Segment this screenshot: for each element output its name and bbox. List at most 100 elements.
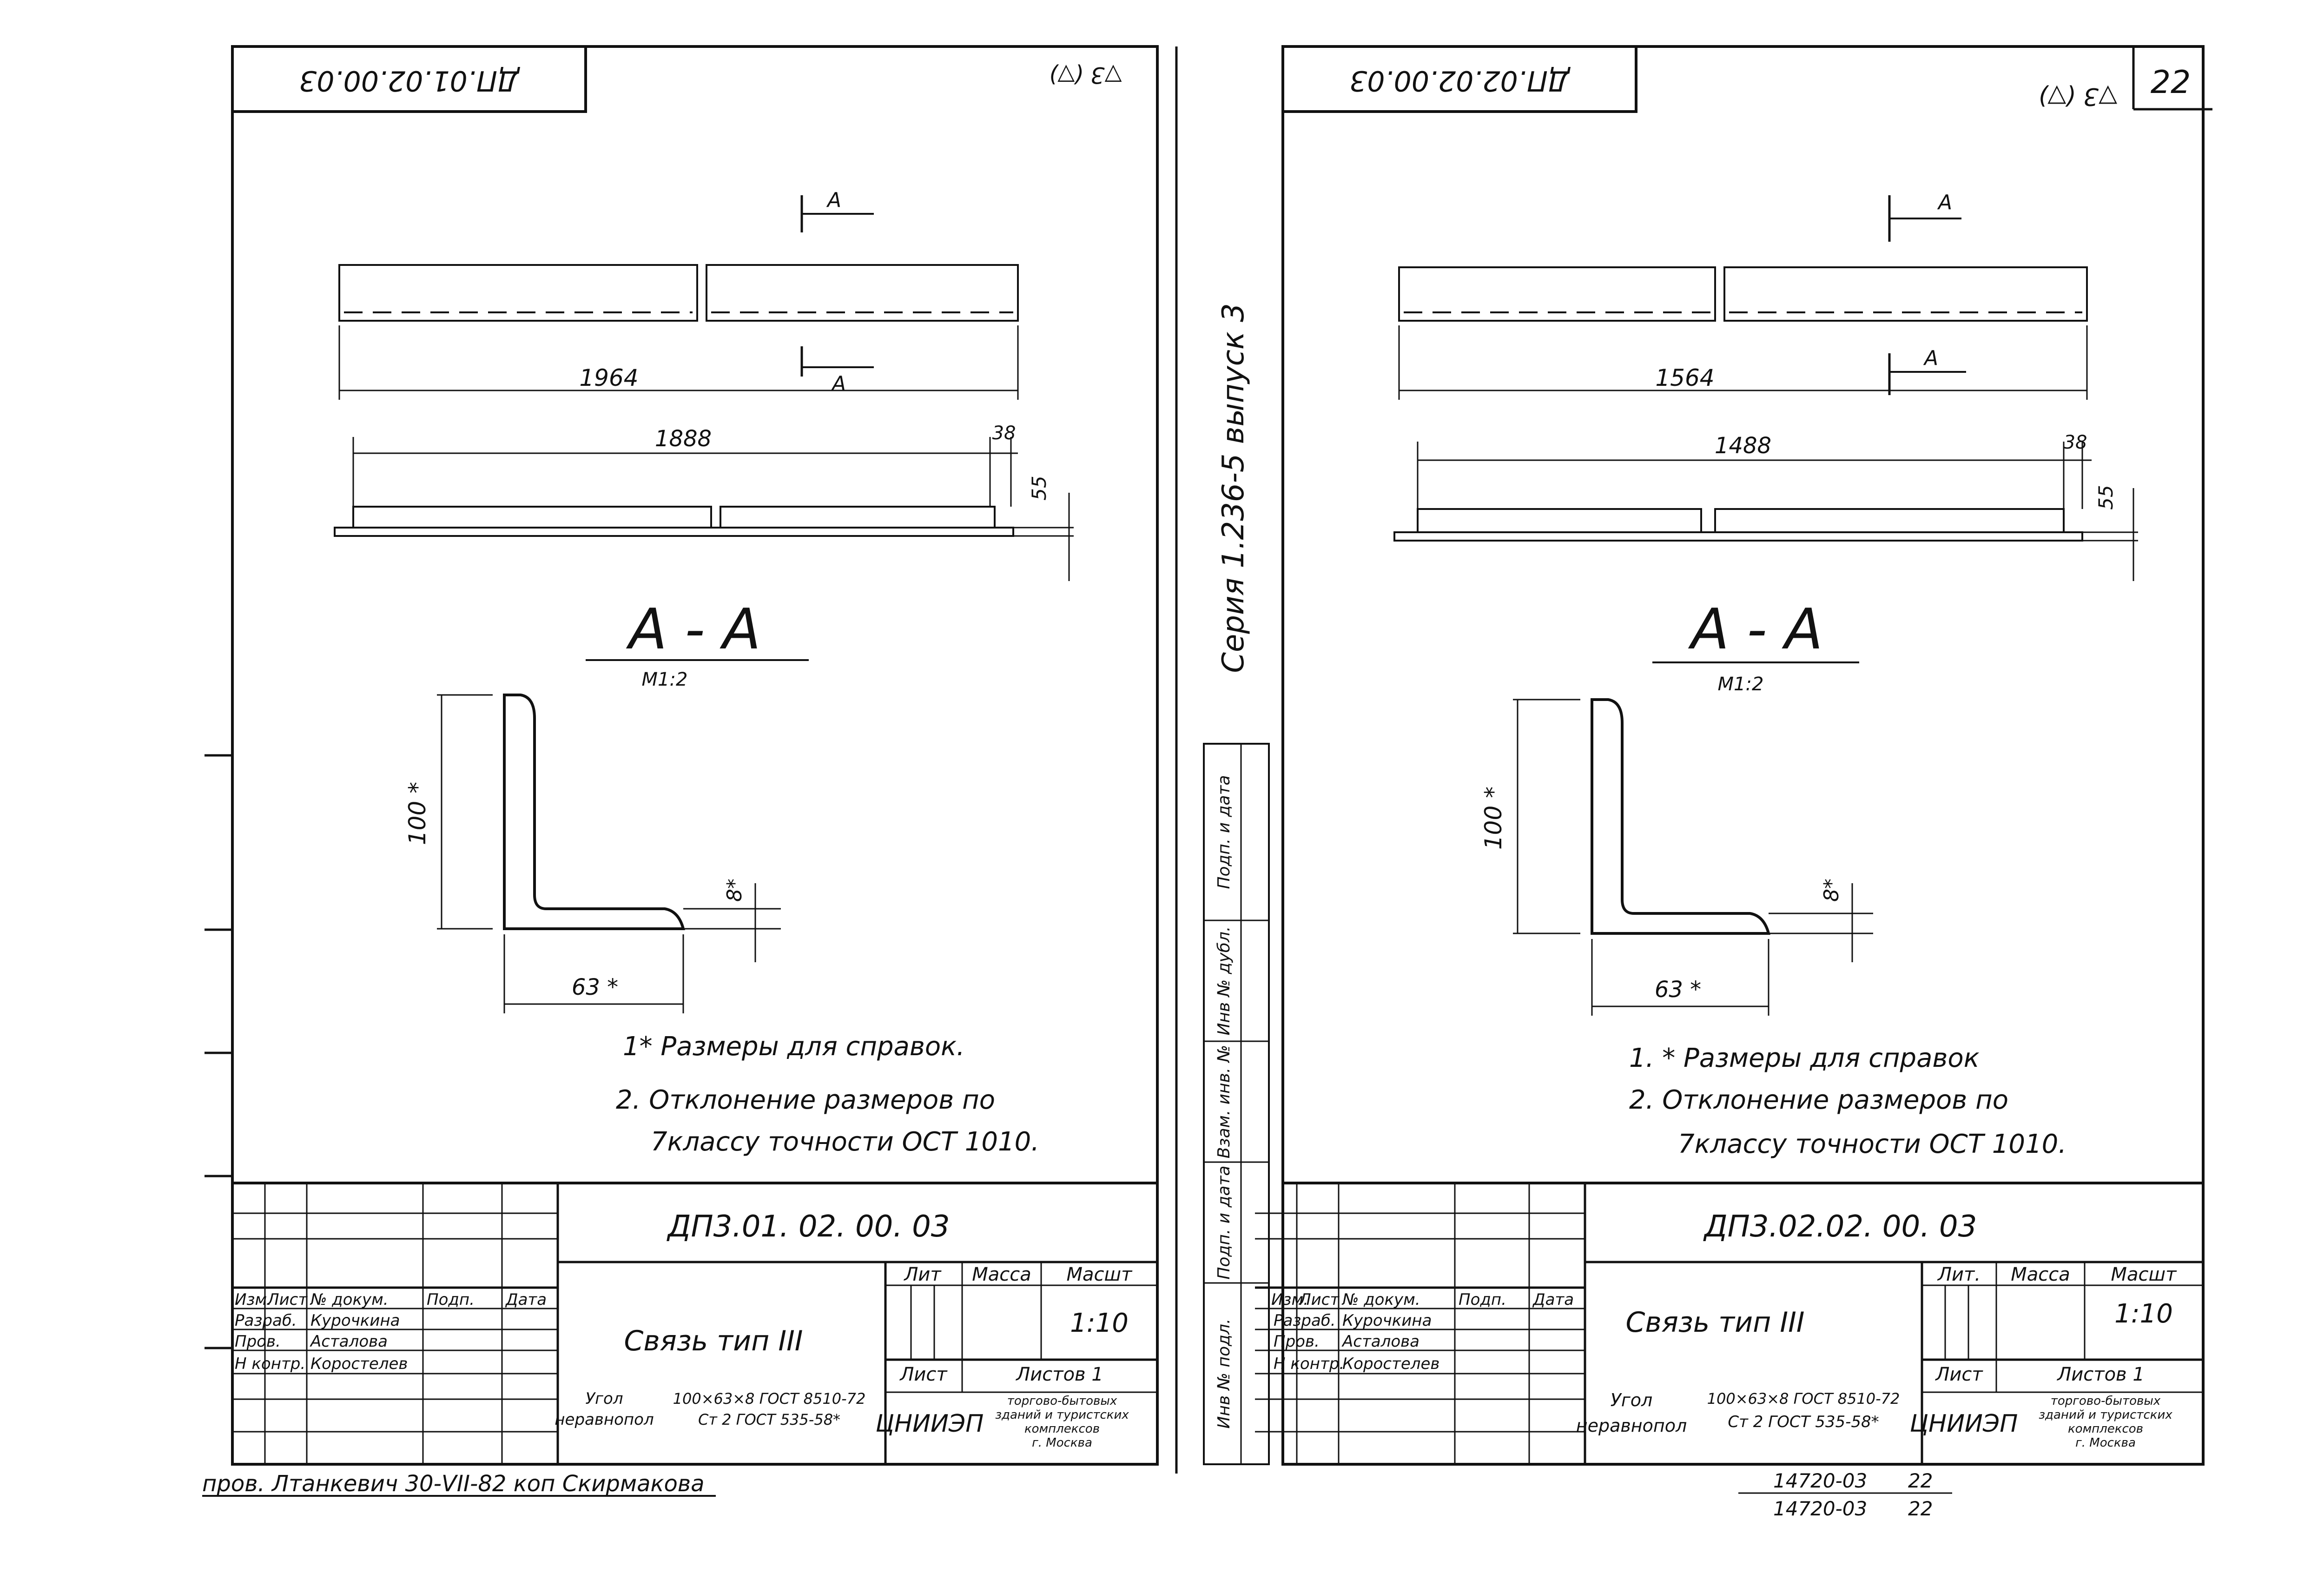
tb-person-2: Асталова: [310, 1332, 388, 1351]
tb-person-1: Курочкина: [310, 1311, 400, 1330]
part-name: Связь тип III: [624, 1325, 803, 1357]
section-aa: А - А М1:2 100 * 63 * 8*: [1480, 597, 1873, 1016]
org-desc-4: г. Москва: [2075, 1436, 2136, 1450]
dim-leg-long: 100 *: [404, 782, 431, 845]
title-block: Изм. Лист № докум. Подп. Дата Разраб. Ку…: [1255, 1183, 2203, 1464]
tb-role-1: Разраб.: [1274, 1311, 1336, 1330]
side-stamp-sign-date-2: Подп. и дата: [1215, 775, 1234, 889]
side-view: 1888 38 55: [334, 423, 1074, 581]
tb-mass: Масса: [972, 1264, 1031, 1285]
note-2: 2. Отклонение размеров по: [1629, 1085, 2008, 1115]
code-1-sheet: 22: [1908, 1469, 1933, 1492]
dim-end: 38: [2064, 432, 2087, 453]
bottom-stamp: пров. Лтанкевич 30-VII-82 коп Скирмакова…: [202, 1469, 1952, 1520]
side-stamp-inv-orig: Инв № подл.: [1215, 1319, 1234, 1429]
section-scale: М1:2: [642, 669, 688, 690]
tb-col-doc: № докум.: [310, 1290, 389, 1309]
tb-person-3: Коростелев: [310, 1355, 408, 1373]
tb-sheets: Листов 1: [1015, 1364, 1103, 1385]
section-scale: М1:2: [1718, 674, 1764, 695]
tb-role-1: Разраб.: [235, 1311, 297, 1330]
tb-sheet: Лист: [1934, 1364, 1983, 1385]
org-desc-3: комплексов: [2068, 1422, 2143, 1436]
org-desc-1: торгово-бытовых: [1007, 1394, 1117, 1408]
side-stamp-replace-inv: Взам. инв. №: [1215, 1045, 1234, 1158]
roughness: ▽3 (▽): [1049, 62, 1122, 88]
material-spec-2: Ст 2 ГОСТ 535-58*: [698, 1411, 840, 1428]
check-note: пров. Лтанкевич 30-VII-82 коп Скирмакова: [202, 1471, 705, 1497]
dim-end: 38: [992, 423, 1016, 444]
designation: ДП3.01. 02. 00. 03: [667, 1210, 950, 1244]
tb-col-izm: Изм.: [235, 1290, 272, 1309]
org-desc-2: зданий и туристских: [2039, 1408, 2172, 1422]
tb-col-list: Лист: [266, 1290, 308, 1309]
material-spec-2: Ст 2 ГОСТ 535-58*: [1728, 1413, 1879, 1431]
cut-label-bottom: А: [831, 372, 846, 396]
tb-scale-value: 1:10: [1070, 1308, 1129, 1338]
code-1: 14720-03: [1773, 1469, 1867, 1492]
org: ЦНИИЭП: [876, 1410, 984, 1438]
tb-lit: Лит: [903, 1264, 942, 1285]
corner-code: ДП.01.02.00.03: [299, 64, 521, 97]
note-2: 2. Отклонение размеров по: [616, 1085, 995, 1115]
side-stamp-inv-dup: Инв № дубл.: [1215, 926, 1234, 1036]
dim-leg-short: 63 *: [1655, 977, 1701, 1003]
side-stamp-sign-date-1: Подп. и дата: [1215, 1165, 1234, 1279]
tb-person-3: Коростелев: [1342, 1355, 1439, 1373]
section-title: А - А: [1688, 597, 1823, 662]
material-name-2: неравнопол: [1576, 1415, 1687, 1436]
tb-scale: Масшт: [2111, 1264, 2178, 1285]
tb-scale-value: 1:10: [2114, 1299, 2173, 1329]
note-3: 7классу точности ОСТ 1010.: [1678, 1129, 2067, 1159]
section-title: А - А: [626, 597, 761, 662]
side-stamp: Инв № подл. Подп. и дата Взам. инв. № Ин…: [1203, 743, 1270, 1465]
series-label: Серия 1.236-5 выпуск 3: [1216, 303, 1251, 673]
material-spec-1: 100×63×8 ГОСТ 8510-72: [673, 1390, 866, 1408]
tb-lit: Лит.: [1937, 1264, 1981, 1285]
dim-height: 55: [2094, 485, 2117, 509]
dim-inner: 1888: [655, 426, 712, 452]
roughness: ▽3 (▽): [2038, 82, 2117, 110]
material-name-1: Угол: [585, 1389, 623, 1408]
tb-role-3: Н контр.: [235, 1355, 305, 1373]
org: ЦНИИЭП: [1910, 1410, 2018, 1438]
tb-role-3: Н контр.: [1274, 1355, 1344, 1373]
org-desc-4: г. Москва: [1032, 1436, 1092, 1450]
dim-thickness: 8*: [723, 879, 746, 902]
dim-inner: 1488: [1715, 433, 1771, 459]
tb-col-date: Дата: [1532, 1290, 1574, 1309]
dim-height: 55: [1028, 476, 1050, 500]
tb-person-1: Курочкина: [1342, 1311, 1432, 1330]
material-name-1: Угол: [1611, 1390, 1653, 1410]
tb-col-izm: Изм.: [1271, 1290, 1308, 1309]
part-name: Связь тип III: [1625, 1306, 1804, 1339]
corner-code: ДП.02.02.00.03: [1349, 64, 1571, 97]
drawing-left: ДП.01.02.00.03 ▽3 (▽) А А 1964: [231, 45, 1159, 1466]
cut-label-top: А: [1937, 191, 1952, 214]
drawing-right: ДП.02.02.00.03 ▽3 (▽) А А 1564 1488 3: [1255, 45, 2205, 1466]
tb-sheet: Лист: [899, 1364, 948, 1385]
org-desc-1: торгово-бытовых: [2051, 1394, 2161, 1408]
tb-col-list: Лист: [1298, 1290, 1340, 1309]
side-view: 1488 38 55: [1393, 432, 2138, 581]
dim-thickness: 8*: [1820, 879, 1843, 902]
cut-label-bottom: А: [1923, 346, 1938, 370]
sheet-number: 22: [2151, 64, 2191, 101]
dim-total: 1564: [1655, 364, 1714, 391]
tb-col-date: Дата: [505, 1290, 547, 1309]
note-3: 7классу точности ОСТ 1010.: [651, 1127, 1039, 1157]
material-spec-1: 100×63×8 ГОСТ 8510-72: [1707, 1390, 1900, 1408]
designation: ДП3.02.02. 00. 03: [1703, 1210, 1977, 1244]
tb-sheets: Листов 1: [2056, 1364, 2145, 1385]
top-view: А А 1964: [338, 188, 1019, 400]
sheet-number-box: 22: [2132, 46, 2212, 111]
material-name-2: неравнопол: [555, 1410, 654, 1429]
dim-leg-long: 100 *: [1480, 787, 1507, 850]
tb-col-sign: Подп.: [427, 1290, 475, 1309]
dim-total: 1964: [579, 364, 638, 391]
margin-ticks: [205, 754, 232, 1349]
org-desc-2: зданий и туристских: [995, 1408, 1129, 1422]
section-aa: А - А М1:2 100 * 63 * 8*: [404, 597, 809, 1013]
tb-person-2: Асталова: [1341, 1332, 1419, 1351]
